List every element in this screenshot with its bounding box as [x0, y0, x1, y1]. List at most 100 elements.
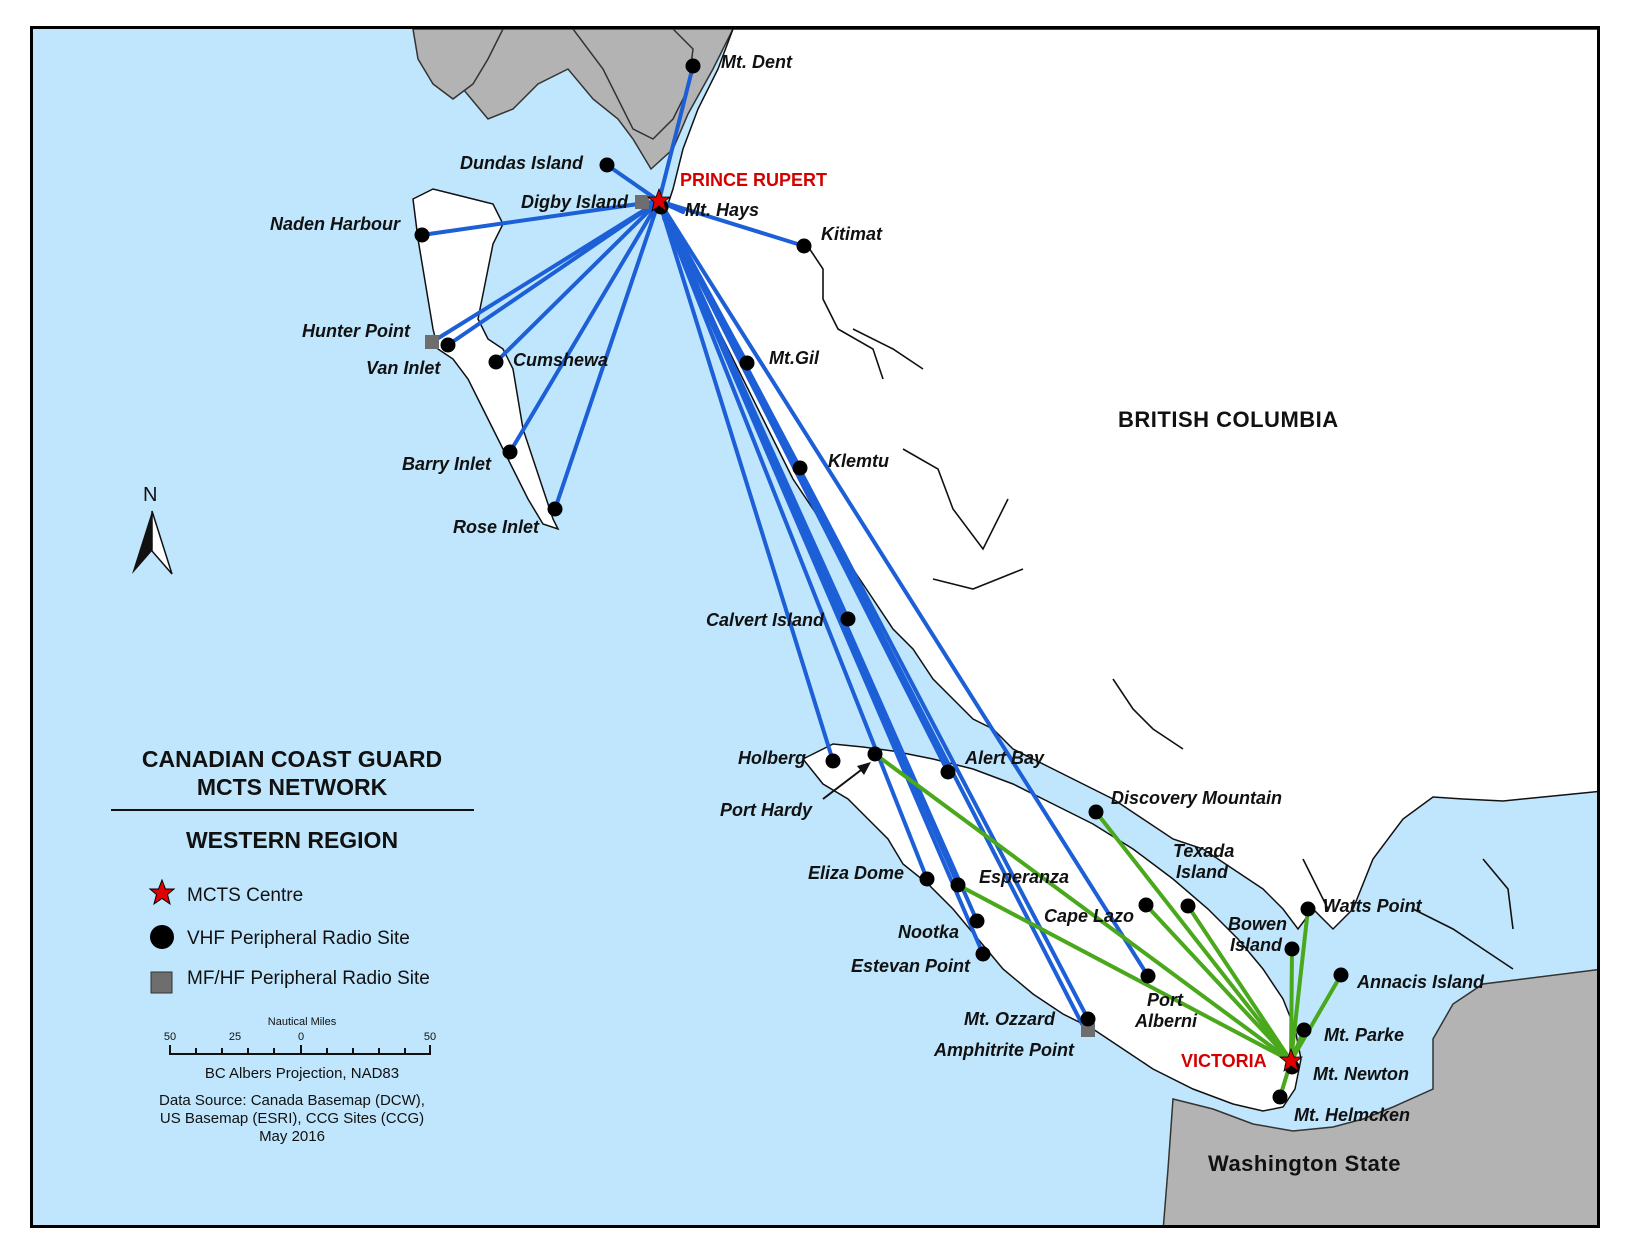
scale-unit-label: Nautical Miles	[268, 1016, 337, 1028]
legend-circle-icon	[150, 925, 174, 949]
legend-item-centre: MCTS Centre	[187, 885, 303, 906]
discovery-mountain-site[interactable]	[1088, 804, 1104, 820]
label-victoria: VICTORIA	[1181, 1051, 1267, 1071]
legend: CANADIAN COAST GUARD MCTS NETWORK WESTER…	[111, 746, 474, 1145]
barry-inlet-site[interactable]	[502, 444, 518, 460]
mt-parke-site[interactable]	[1296, 1022, 1312, 1038]
washington-landmass	[1162, 968, 1597, 1225]
label-discovery-mountain: Discovery Mountain	[1111, 788, 1282, 808]
alert-bay-site[interactable]	[940, 764, 956, 780]
legend-title-line2: MCTS NETWORK	[197, 774, 388, 800]
dundas-island-site[interactable]	[599, 157, 615, 173]
label-calvert-island: Calvert Island	[706, 610, 825, 630]
label-mt-hays: Mt. Hays	[685, 200, 759, 220]
coastal-inlets	[802, 238, 1514, 970]
victoria-star-icon[interactable]	[1278, 1047, 1304, 1072]
mt-helmcken-site[interactable]	[1272, 1089, 1288, 1105]
label-kitimat: Kitimat	[821, 224, 883, 244]
esperanza-site[interactable]	[950, 877, 966, 893]
label-dundas-island: Dundas Island	[460, 153, 584, 173]
mcts-network-map: Mt. Dent Dundas Island Digby Island PRIN…	[111, 29, 1597, 1225]
legend-subtitle: WESTERN REGION	[186, 827, 398, 853]
label-port-hardy: Port Hardy	[720, 800, 813, 820]
label-eliza-dome: Eliza Dome	[808, 863, 904, 883]
label-esperanza: Esperanza	[979, 867, 1069, 887]
naden-harbour-site[interactable]	[414, 227, 430, 243]
projection-text: BC Albers Projection, NAD83	[205, 1065, 399, 1082]
bowen-island-site[interactable]	[1284, 941, 1300, 957]
port-alberni-site[interactable]	[1140, 968, 1156, 984]
label-bowen-line2: Island	[1230, 935, 1283, 955]
scale-tick-1: 25	[229, 1031, 241, 1043]
map-date: May 2016	[259, 1128, 325, 1145]
digby-island-site[interactable]	[635, 195, 649, 209]
label-mt-ozzard: Mt. Ozzard	[964, 1009, 1056, 1029]
label-klemtu: Klemtu	[828, 451, 889, 471]
amphitrite-point-site[interactable]	[1081, 1023, 1095, 1037]
port-hardy-site[interactable]	[867, 746, 883, 762]
north-arrow-label: N	[143, 484, 157, 506]
annacis-island-site[interactable]	[1333, 967, 1349, 983]
label-cape-lazo: Cape Lazo	[1044, 906, 1134, 926]
mt-gil-site[interactable]	[739, 355, 755, 371]
label-hunter-point: Hunter Point	[302, 321, 411, 341]
label-holberg: Holberg	[738, 748, 806, 768]
label-nootka: Nootka	[898, 922, 959, 942]
van-inlet-site[interactable]	[440, 337, 456, 353]
scale-tick-3: 50	[424, 1031, 436, 1043]
cumshewa-site[interactable]	[488, 354, 504, 370]
estevan-point-site[interactable]	[975, 946, 991, 962]
mt-dent-site[interactable]	[685, 58, 701, 74]
map-frame: Mt. Dent Dundas Island Digby Island PRIN…	[30, 26, 1600, 1228]
label-digby-island: Digby Island	[521, 192, 629, 212]
label-estevan-point: Estevan Point	[851, 956, 971, 976]
label-mt-parke: Mt. Parke	[1324, 1025, 1404, 1045]
label-cumshewa: Cumshewa	[513, 350, 608, 370]
label-watts-point: Watts Point	[1323, 896, 1423, 916]
region-label-british-columbia: BRITISH COLUMBIA	[1118, 407, 1339, 432]
label-mt-dent: Mt. Dent	[721, 52, 793, 72]
label-port-alberni-line2: Alberni	[1134, 1011, 1198, 1031]
legend-item-vhf: VHF Peripheral Radio Site	[187, 928, 410, 949]
eliza-dome-site[interactable]	[919, 871, 935, 887]
prince-rupert-links	[420, 64, 1150, 1026]
north-arrow-icon	[132, 510, 173, 575]
scale-bar: Nautical Miles 50 25 0 50	[164, 1016, 436, 1055]
legend-star-icon	[148, 878, 176, 906]
label-alert-bay: Alert Bay	[964, 748, 1045, 768]
label-texada-line2: Island	[1176, 862, 1229, 882]
haida-gwaii	[412, 188, 560, 531]
klemtu-site[interactable]	[792, 460, 808, 476]
alaska-landmass	[412, 29, 734, 171]
legend-title-line1: CANADIAN COAST GUARD	[142, 746, 442, 772]
prince-rupert-star-icon[interactable]	[646, 187, 672, 212]
kitimat-site[interactable]	[796, 238, 812, 254]
north-arrow: N	[132, 484, 173, 575]
label-barry-inlet: Barry Inlet	[402, 454, 492, 474]
site-labels: Mt. Dent Dundas Island Digby Island PRIN…	[270, 52, 1485, 1125]
watts-point-site[interactable]	[1300, 901, 1316, 917]
cape-lazo-site[interactable]	[1138, 897, 1154, 913]
label-prince-rupert: PRINCE RUPERT	[680, 170, 827, 190]
region-label-washington-state: Washington State	[1208, 1151, 1401, 1176]
nootka-site[interactable]	[969, 913, 985, 929]
source-line1: Data Source: Canada Basemap (DCW),	[159, 1092, 425, 1109]
label-naden-harbour: Naden Harbour	[270, 214, 401, 234]
vhf-sites	[414, 58, 1349, 1105]
mfhf-sites	[425, 195, 1095, 1037]
holberg-site[interactable]	[825, 753, 841, 769]
mt-ozzard-site[interactable]	[1080, 1011, 1096, 1027]
label-mt-newton: Mt. Newton	[1313, 1064, 1409, 1084]
calvert-island-site[interactable]	[840, 611, 856, 627]
hunter-point-site[interactable]	[425, 335, 439, 349]
mcts-centres	[646, 187, 1304, 1072]
label-mt-gil: Mt.Gil	[769, 348, 820, 368]
legend-item-mfhf: MF/HF Peripheral Radio Site	[187, 968, 430, 989]
texada-island-site[interactable]	[1180, 898, 1196, 914]
scale-tick-0: 50	[164, 1031, 176, 1043]
label-mt-helmcken: Mt. Helmcken	[1294, 1105, 1410, 1125]
label-annacis-island: Annacis Island	[1356, 972, 1485, 992]
scale-tick-2: 0	[298, 1031, 304, 1043]
rose-inlet-site[interactable]	[547, 501, 563, 517]
label-rose-inlet: Rose Inlet	[453, 517, 540, 537]
